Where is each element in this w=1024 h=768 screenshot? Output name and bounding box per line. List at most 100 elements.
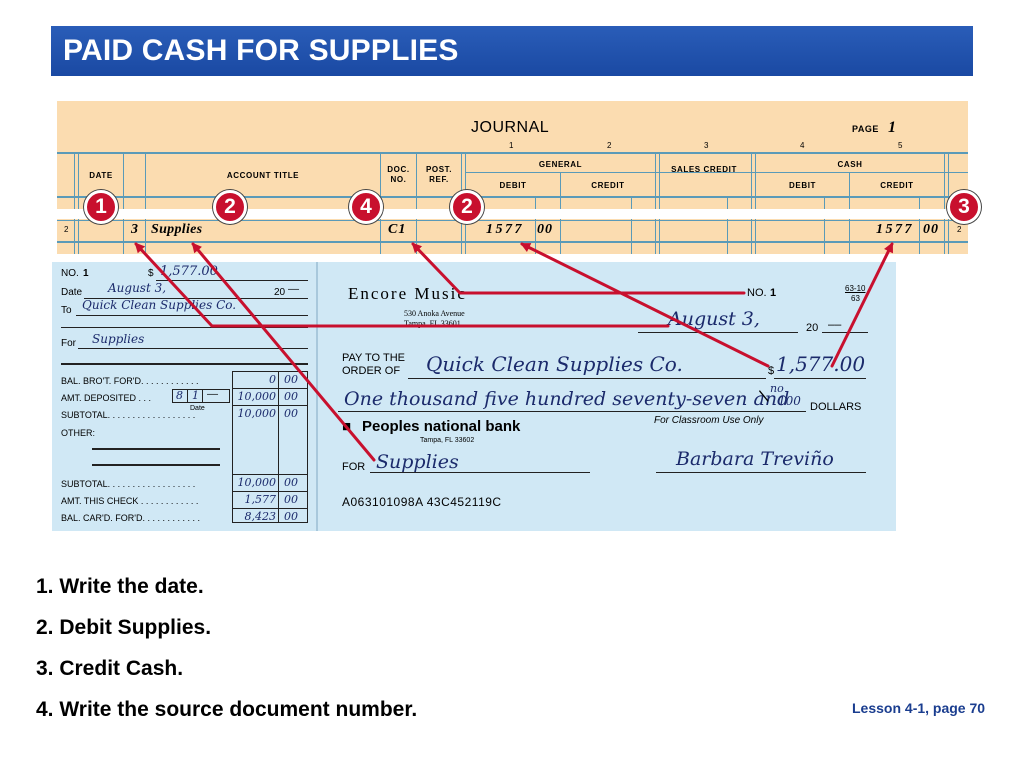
- check-bank-city: Tampa, FL 33602: [420, 437, 475, 444]
- step-badge-4: 4: [349, 190, 383, 224]
- stub-row-dollars: 8,423: [244, 510, 277, 523]
- column-number-2: 2: [607, 141, 612, 150]
- check-cents-numerator: no: [770, 382, 784, 395]
- stub-no-label: NO.: [61, 268, 79, 279]
- stub-row-label: SUBTOTAL. . . . . . . . . . . . . . . . …: [61, 479, 196, 489]
- entry-general-debit-cents: 00: [537, 222, 553, 237]
- stub-row-cents: 00: [284, 390, 298, 403]
- journal-title: JOURNAL: [471, 119, 550, 136]
- check-date: August 3,: [668, 308, 760, 330]
- stub-to-value: Quick Clean Supplies Co.: [82, 298, 237, 312]
- check-no-value: 1: [770, 287, 777, 299]
- check-payee: Quick Clean Supplies Co.: [426, 352, 683, 376]
- stub-row-label: AMT. THIS CHECK . . . . . . . . . . . .: [61, 496, 199, 506]
- stub-no-value: 1: [83, 268, 89, 279]
- stub-row-cents: 00: [284, 493, 298, 506]
- column-number-1: 1: [509, 141, 514, 150]
- stub-row-label: BAL. CAR'D. FOR'D. . . . . . . . . . . .: [61, 513, 200, 523]
- entry-general-debit: 1577: [486, 222, 524, 237]
- check-year-prefix: 20: [806, 322, 819, 334]
- check-signature: Barbara Treviño: [676, 448, 834, 470]
- check-cents-denominator: 100: [778, 394, 801, 408]
- header-cash-credit: CREDIT: [880, 181, 914, 190]
- stub-row-dollars: 1,577: [244, 493, 277, 506]
- check-pay-to-label: PAY TO THE: [342, 352, 405, 364]
- check-bank-name: Peoples national bank: [362, 418, 521, 435]
- check-micr-line: A063101098A 43C452119C: [342, 495, 502, 509]
- step-badge-2-account: 2: [213, 190, 247, 224]
- header-post-ref: POST. REF.: [425, 165, 453, 184]
- stub-row-cents: 00: [284, 373, 298, 386]
- stub-row-cents: 00: [284, 407, 298, 420]
- stub-row-dollars: 10,000: [237, 476, 277, 489]
- stub-year-prefix: 20: [274, 287, 286, 298]
- row-number-left: 2: [64, 225, 69, 234]
- stub-row-cents: 00: [284, 476, 298, 489]
- check: Encore Music 530 Anoka Avenue Tampa, FL …: [316, 262, 896, 531]
- header-sales-credit: SALES CREDIT: [671, 165, 737, 174]
- check-routing-bottom: 63: [851, 294, 860, 303]
- steps-list: 1. Write the date. 2. Debit Supplies. 3.…: [36, 566, 417, 730]
- check-address-line2: Tampa, FL 33601: [404, 319, 461, 328]
- header-general-debit: DEBIT: [499, 181, 527, 190]
- check-no-label: NO.: [747, 287, 767, 299]
- stub-deposit-month: 8: [176, 389, 183, 402]
- journal-page-number: 1: [888, 119, 896, 136]
- check-order-of-label: ORDER OF: [342, 365, 401, 377]
- check-address-line1: 530 Anoka Avenue: [404, 309, 465, 318]
- lesson-reference: Lesson 4-1, page 70: [852, 700, 986, 716]
- check-dollars-label: DOLLARS: [810, 401, 862, 413]
- entry-cash-credit-cents: 00: [923, 222, 939, 237]
- bank-logo-icon: ■: [342, 418, 352, 435]
- stub-row-dollars: 10,000: [237, 390, 277, 403]
- check-routing-top: 63-10: [845, 284, 866, 293]
- slide-title: PAID CASH FOR SUPPLIES: [63, 34, 459, 67]
- stub-year-blank: ––: [288, 284, 300, 295]
- check-year-blank: ––: [828, 317, 842, 331]
- step-item: 4. Write the source document number.: [36, 698, 418, 721]
- header-general: GENERAL: [538, 160, 583, 169]
- entry-day: 3: [131, 222, 139, 237]
- stub-for-label: For: [61, 338, 76, 349]
- check-memo: Supplies: [376, 451, 459, 473]
- header-date: DATE: [89, 171, 113, 180]
- stub-date-value: August 3,: [108, 281, 167, 295]
- check-amount: 1,577.00: [776, 352, 866, 376]
- check-dollar-sign: $: [768, 365, 775, 377]
- step-badge-1: 1: [84, 190, 118, 224]
- column-number-5: 5: [898, 141, 903, 150]
- stub-for-value: Supplies: [92, 332, 145, 346]
- row-number-right: 2: [957, 225, 962, 234]
- check-amount-words: One thousand five hundred seventy-seven …: [344, 388, 790, 410]
- header-account-title: ACCOUNT TITLE: [226, 171, 300, 180]
- check-stub: NO. 1 $ 1,577.00 Date August 3, 20 –– To…: [52, 262, 316, 531]
- stub-date-label: Date: [61, 287, 83, 298]
- column-number-4: 4: [800, 141, 805, 150]
- step-badge-3: 3: [947, 190, 981, 224]
- stub-row-cents: 00: [284, 510, 298, 523]
- journal-form: JOURNAL PAGE 1 1 2 3 4 5 DATE ACCOUNT TI…: [57, 101, 968, 254]
- stub-row-label: OTHER:: [61, 428, 96, 438]
- check-classroom-note: For Classroom Use Only: [654, 415, 764, 426]
- header-cash-debit: DEBIT: [789, 181, 816, 190]
- stub-row-label: SUBTOTAL. . . . . . . . . . . . . . . . …: [61, 410, 196, 420]
- header-general-credit: CREDIT: [591, 181, 625, 190]
- stub-row-dollars: 10,000: [237, 407, 277, 420]
- entry-doc-no: C1: [388, 222, 407, 237]
- step-item: 1. Write the date.: [36, 575, 204, 598]
- step-badge-2-debit: 2: [450, 190, 484, 224]
- check-for-label: FOR: [342, 461, 366, 473]
- step-item: 3. Credit Cash.: [36, 657, 184, 680]
- stub-to-label: To: [61, 305, 72, 316]
- stub-deposit-day: 1: [192, 389, 199, 402]
- stub-row-label: BAL. BRO'T. FOR'D. . . . . . . . . . . .: [61, 376, 199, 386]
- header-cash: CASH: [837, 160, 863, 169]
- title-bar: PAID CASH FOR SUPPLIES: [51, 26, 973, 76]
- stub-dollar-sign: $: [148, 268, 154, 279]
- check-business-name: Encore Music: [348, 284, 467, 303]
- header-doc-no: DOC. NO.: [387, 165, 410, 184]
- stub-deposit-year: ––: [207, 389, 219, 400]
- stub-amount: 1,577.00: [160, 264, 218, 279]
- column-number-3: 3: [704, 141, 709, 150]
- journal-page-label: PAGE: [852, 124, 879, 134]
